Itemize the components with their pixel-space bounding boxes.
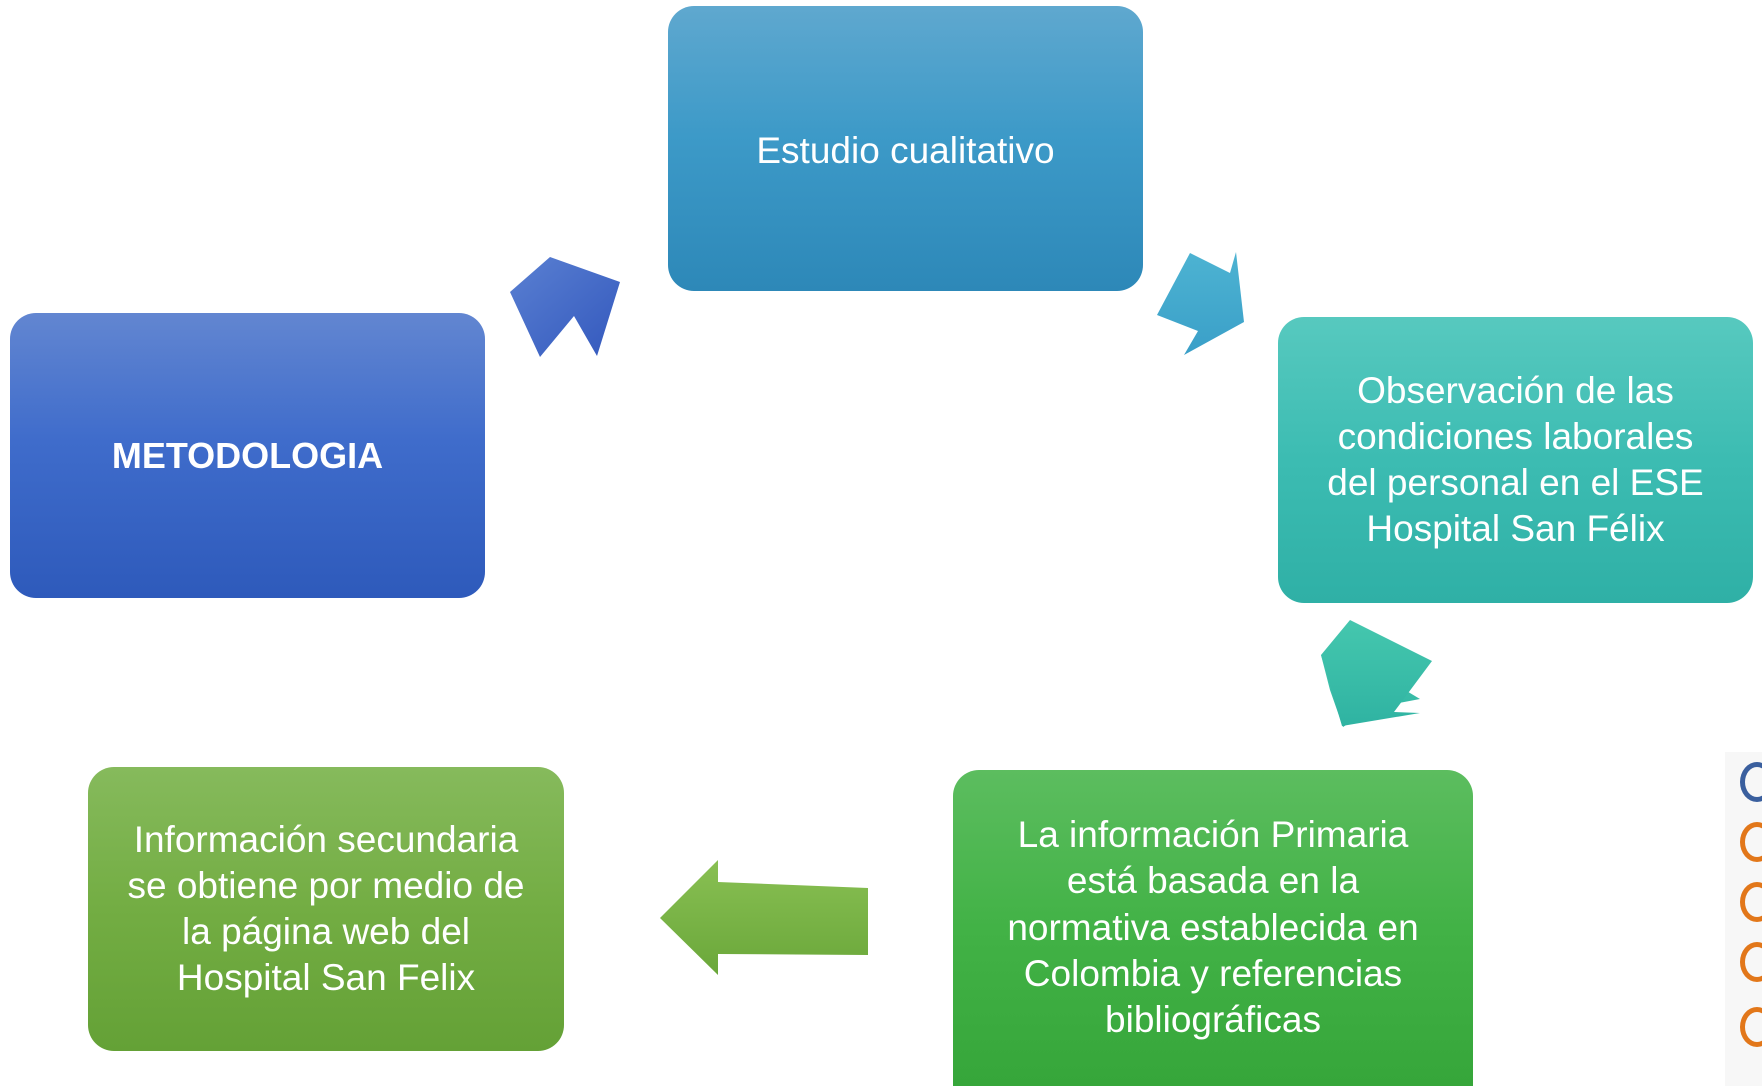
arrow-metodologia-to-estudio bbox=[510, 257, 620, 357]
seal-icon bbox=[1740, 942, 1762, 982]
node-informacion-primaria: La información Primaria está basada en l… bbox=[953, 770, 1473, 1086]
node-estudio-cualitativo: Estudio cualitativo bbox=[668, 6, 1143, 291]
node-metodologia: METODOLOGIA bbox=[10, 313, 485, 598]
arrow-estudio-to-observacion bbox=[1157, 252, 1244, 355]
node-observacion: Observación de las condiciones laborales… bbox=[1278, 317, 1753, 603]
arrow-observacion-to-primaria-head bbox=[1321, 620, 1432, 726]
node-estudio-label: Estudio cualitativo bbox=[756, 130, 1055, 171]
node-informacion-secundaria: Información secundaria se obtiene por me… bbox=[88, 767, 564, 1051]
node-observacion-label: Observación de las condiciones laborales… bbox=[1327, 369, 1704, 550]
seal-icon bbox=[1740, 762, 1762, 802]
seal-icon bbox=[1740, 822, 1762, 862]
node-metodologia-label: METODOLOGIA bbox=[111, 435, 384, 476]
seal-icon bbox=[1740, 1007, 1762, 1047]
node-secundaria-label: Información secundaria se obtiene por me… bbox=[127, 818, 525, 999]
arrow-primaria-to-secundaria bbox=[660, 860, 868, 975]
logo-seal-strip bbox=[1725, 752, 1762, 1086]
node-primaria-label: La información Primaria está basada en l… bbox=[1007, 814, 1419, 1040]
seal-icon bbox=[1740, 882, 1762, 922]
